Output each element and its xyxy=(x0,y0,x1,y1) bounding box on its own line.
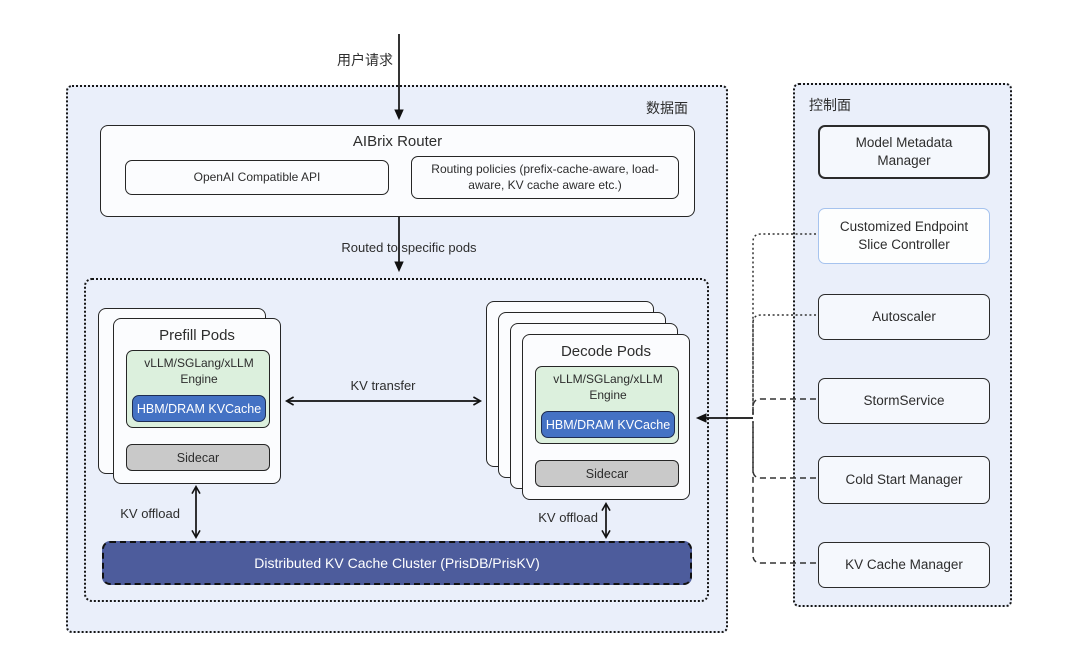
control-box-cold-start-manager: Cold Start Manager xyxy=(818,456,990,504)
decode-sidecar-box: Sidecar xyxy=(535,460,679,487)
control-box-label: KV Cache Manager xyxy=(845,557,963,573)
control-plane-container: 控制面 Model Metadata Manager Customized En… xyxy=(793,83,1012,607)
decode-kvcache-box: HBM/DRAM KVCache xyxy=(541,411,675,438)
kv-cache-cluster-bar: Distributed KV Cache Cluster (PrisDB/Pri… xyxy=(102,541,692,585)
control-box-autoscaler: Autoscaler xyxy=(818,294,990,340)
openai-api-box: OpenAI Compatible API xyxy=(125,160,389,195)
control-box-label: StormService xyxy=(863,393,945,409)
control-box-stormservice: StormService xyxy=(818,378,990,424)
control-box-customized-endpoint-slice-controller: Customized Endpoint Slice Controller xyxy=(818,208,990,264)
control-box-label: Customized Endpoint Slice Controller xyxy=(839,219,969,252)
routing-policies-box: Routing policies (prefix-cache-aware, lo… xyxy=(411,156,679,199)
pods-area-box xyxy=(84,278,709,602)
control-plane-title: 控制面 xyxy=(809,97,851,113)
decode-engine-box: vLLM/SGLang/xLLM Engine HBM/DRAM KVCache xyxy=(535,366,679,444)
control-box-label: Autoscaler xyxy=(872,309,936,325)
control-box-label: Model Metadata Manager xyxy=(855,135,953,168)
prefill-engine-label: vLLM/SGLang/xLLM Engine xyxy=(144,356,254,386)
prefill-pods-title: Prefill Pods xyxy=(159,327,235,344)
kv-transfer-label: KV transfer xyxy=(350,378,416,393)
prefill-pod-card: Prefill Pods vLLM/SGLang/xLLM Engine HBM… xyxy=(113,318,281,484)
routed-to-pods-label: Routed to specific pods xyxy=(341,240,477,255)
aibrix-router-title: AIBrix Router xyxy=(352,133,443,150)
decode-pod-card: Decode Pods vLLM/SGLang/xLLM Engine HBM/… xyxy=(522,334,690,500)
control-box-label: Cold Start Manager xyxy=(845,472,963,488)
aibrix-router-box: AIBrix Router OpenAI Compatible API Rout… xyxy=(100,125,695,217)
decode-engine-label: vLLM/SGLang/xLLM Engine xyxy=(553,372,663,402)
data-plane-title: 数据面 xyxy=(646,100,688,116)
prefill-engine-box: vLLM/SGLang/xLLM Engine HBM/DRAM KVCache xyxy=(126,350,270,428)
decode-pods-title: Decode Pods xyxy=(560,343,652,360)
user-request-label: 用户请求 xyxy=(337,52,393,68)
control-box-model-metadata-manager: Model Metadata Manager xyxy=(818,125,990,179)
prefill-sidecar-box: Sidecar xyxy=(126,444,270,471)
control-box-kv-cache-manager: KV Cache Manager xyxy=(818,542,990,588)
kv-offload-left-label: KV offload xyxy=(120,506,180,521)
prefill-kvcache-box: HBM/DRAM KVCache xyxy=(132,395,266,422)
kv-offload-right-label: KV offload xyxy=(538,510,598,525)
